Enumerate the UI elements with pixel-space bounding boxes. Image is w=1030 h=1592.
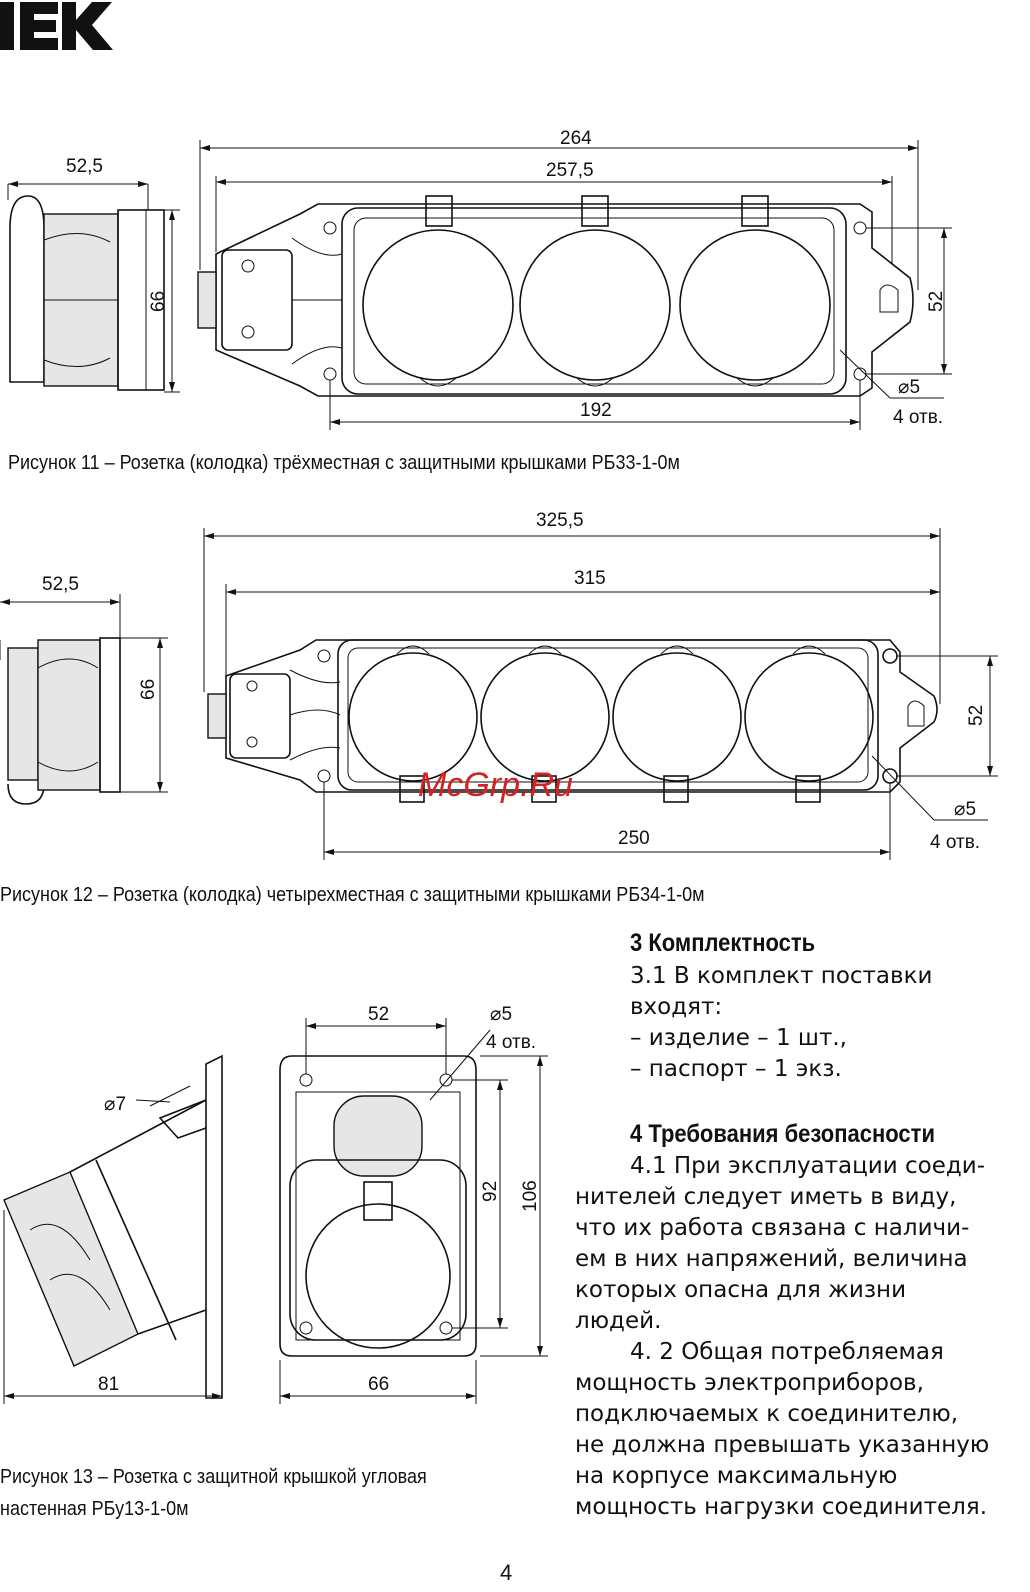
- section3-line: входят:: [630, 994, 723, 1020]
- fig11-dim-52-5: 52,5: [66, 156, 103, 177]
- section4-heading: 4 Требования безопасности: [630, 1120, 935, 1148]
- figure13-caption-line1: Рисунок 13 – Розетка с защитной крышкой …: [0, 1466, 427, 1488]
- fig13-dim-106: 106: [520, 1180, 541, 1212]
- section4-body: 4.1 При эксплуатации соеди- нителей след…: [575, 1151, 1025, 1523]
- section4-line: что их работа связана с наличи-: [575, 1215, 970, 1241]
- section4-line: которых опасна для жизни: [575, 1277, 907, 1303]
- section4-line: на корпусе максимальную: [575, 1463, 898, 1489]
- fig11-hole: ⌀5: [898, 377, 920, 398]
- watermark: McGrp.Ru: [418, 766, 573, 804]
- fig13-dim-52: 52: [368, 1004, 389, 1025]
- fig13-dim-7: ⌀7: [104, 1094, 126, 1115]
- section3-line: – паспорт – 1 экз.: [630, 1056, 842, 1082]
- section3-line: 3.1 В комплект поставки: [630, 963, 933, 989]
- figure11-caption: Рисунок 11 – Розетка (колодка) трёхместн…: [8, 452, 680, 474]
- section4-line: не должна превышать указанную: [575, 1432, 990, 1458]
- fig11-holes-count: 4 отв.: [893, 407, 943, 428]
- figure12-drawing: 325,5 315 52,5 66 52 250 ⌀5 4 отв.: [0, 510, 998, 860]
- fig12-holes-count: 4 отв.: [930, 832, 980, 853]
- figure13-caption-line2: настенная РБу13-1-0м: [0, 1498, 189, 1520]
- figure13-side-view: [3, 1054, 223, 1399]
- section4-line: нителей следует иметь в виду,: [575, 1184, 957, 1210]
- section4-line: 4. 2 Общая потребляемая: [630, 1339, 944, 1365]
- fig12-dim-250: 250: [618, 828, 650, 849]
- figure12-top-view: [207, 639, 938, 803]
- fig12-dim-52: 52: [966, 705, 987, 726]
- fig12-dim-315: 315: [574, 568, 606, 589]
- fig12-dim-52-5: 52,5: [42, 574, 79, 595]
- fig13-dim-81: 81: [98, 1374, 119, 1395]
- section4-line: ем в них напряжений, величина: [575, 1246, 968, 1272]
- section4-line: 4.1 При эксплуатации соеди-: [630, 1153, 986, 1179]
- section4-line: мощность электроприборов,: [575, 1370, 924, 1396]
- fig13-dim-66: 66: [368, 1374, 389, 1395]
- fig11-dim-52: 52: [926, 291, 947, 312]
- fig11-dim-257: 257,5: [546, 160, 594, 181]
- figure11-drawing: 264 257,5 52,5 66 52 192 ⌀5 4 отв.: [7, 128, 952, 430]
- section3-body: 3.1 В комплект поставки входят: – издели…: [630, 961, 932, 1085]
- fig11-dim-192: 192: [580, 400, 612, 421]
- page-number: 4: [500, 1560, 513, 1585]
- fig13-hole: ⌀5: [490, 1004, 512, 1025]
- fig12-dim-66: 66: [138, 679, 159, 700]
- figure11-top-view: [197, 195, 914, 397]
- figure13-front-view: [279, 1055, 477, 1357]
- section4-line: подключаемых к соединителю,: [575, 1401, 959, 1427]
- section3-line: – изделие – 1 шт.,: [630, 1025, 847, 1051]
- fig11-dim-264: 264: [560, 128, 592, 149]
- section3-heading: 3 Комплектность: [630, 929, 816, 957]
- fig13-dim-92: 92: [480, 1181, 501, 1202]
- figure12-caption: Рисунок 12 – Розетка (колодка) четырехме…: [0, 884, 705, 906]
- figure13-drawing: 52 ⌀5 4 отв. ⌀7 92 106 81 66: [3, 1004, 548, 1404]
- fig12-hole: ⌀5: [954, 799, 976, 820]
- fig13-holes-count: 4 отв.: [486, 1032, 536, 1053]
- iek-logo: [0, 2, 113, 50]
- figure12-side-view: [0, 637, 121, 805]
- section4-line: мощность нагрузки соединителя.: [575, 1494, 988, 1520]
- fig11-dim-66: 66: [148, 291, 169, 312]
- section4-line: людей.: [575, 1308, 662, 1334]
- fig12-dim-325: 325,5: [536, 510, 584, 531]
- figure11-side-view: [9, 195, 165, 391]
